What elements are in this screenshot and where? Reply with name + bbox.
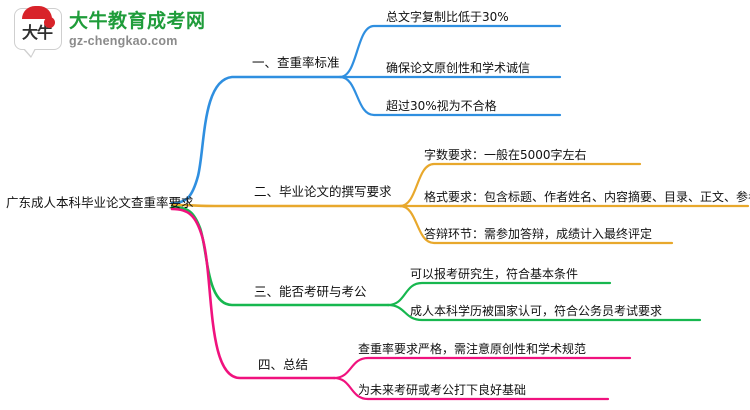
logo-mark-icon: 大牛 — [14, 6, 62, 58]
logo-red-arc — [22, 6, 52, 19]
leaf-label-2-2[interactable]: 格式要求：包含标题、作者姓名、内容摘要、目录、正文、参考文献 — [424, 190, 750, 204]
branch-label-1[interactable]: 一、查重率标准 — [252, 55, 340, 70]
branch-wire-2 — [170, 162, 750, 245]
leaf-label-4-1[interactable]: 查重率要求严格，需注意原创性和学术规范 — [358, 342, 587, 356]
logo-subtitle: gz-chengkao.com — [69, 34, 178, 49]
site-logo: 大牛 大牛教育成考网 gz-chengkao.com — [14, 6, 206, 58]
mindmap-root-label[interactable]: 广东成人本科毕业论文查重率要求 — [6, 195, 194, 210]
leaf-label-3-2[interactable]: 成人本科学历被国家认可，符合公务员考试要求 — [410, 304, 663, 318]
branch-label-2[interactable]: 二、毕业论文的撰写要求 — [254, 184, 392, 199]
logo-mark-text: 大牛 — [21, 23, 53, 42]
leaf-label-4-2[interactable]: 为未来考研或考公打下良好基础 — [358, 383, 527, 397]
logo-text-block: 大牛教育成考网 gz-chengkao.com — [69, 12, 206, 48]
logo-title: 大牛教育成考网 — [69, 11, 206, 33]
leaf-label-1-3[interactable]: 超过30%视为不合格 — [386, 99, 497, 113]
leaf-label-1-1[interactable]: 总文字复制比低于30% — [386, 10, 509, 24]
leaf-label-3-1[interactable]: 可以报考研究生，符合基本条件 — [410, 267, 579, 281]
logo-red-dot-icon — [44, 17, 55, 28]
leaf-label-2-1[interactable]: 字数要求：一般在5000字左右 — [424, 148, 587, 162]
leaf-label-2-3[interactable]: 答辩环节：需参加答辩，成绩计入最终评定 — [424, 227, 653, 241]
branch-wire-1 — [170, 24, 562, 205]
branch-label-3[interactable]: 三、能否考研与考公 — [254, 284, 367, 299]
branch-wire-4 — [170, 207, 632, 401]
branch-label-4[interactable]: 四、总结 — [258, 357, 309, 372]
leaf-label-1-2[interactable]: 确保论文原创性和学术诚信 — [386, 61, 531, 75]
